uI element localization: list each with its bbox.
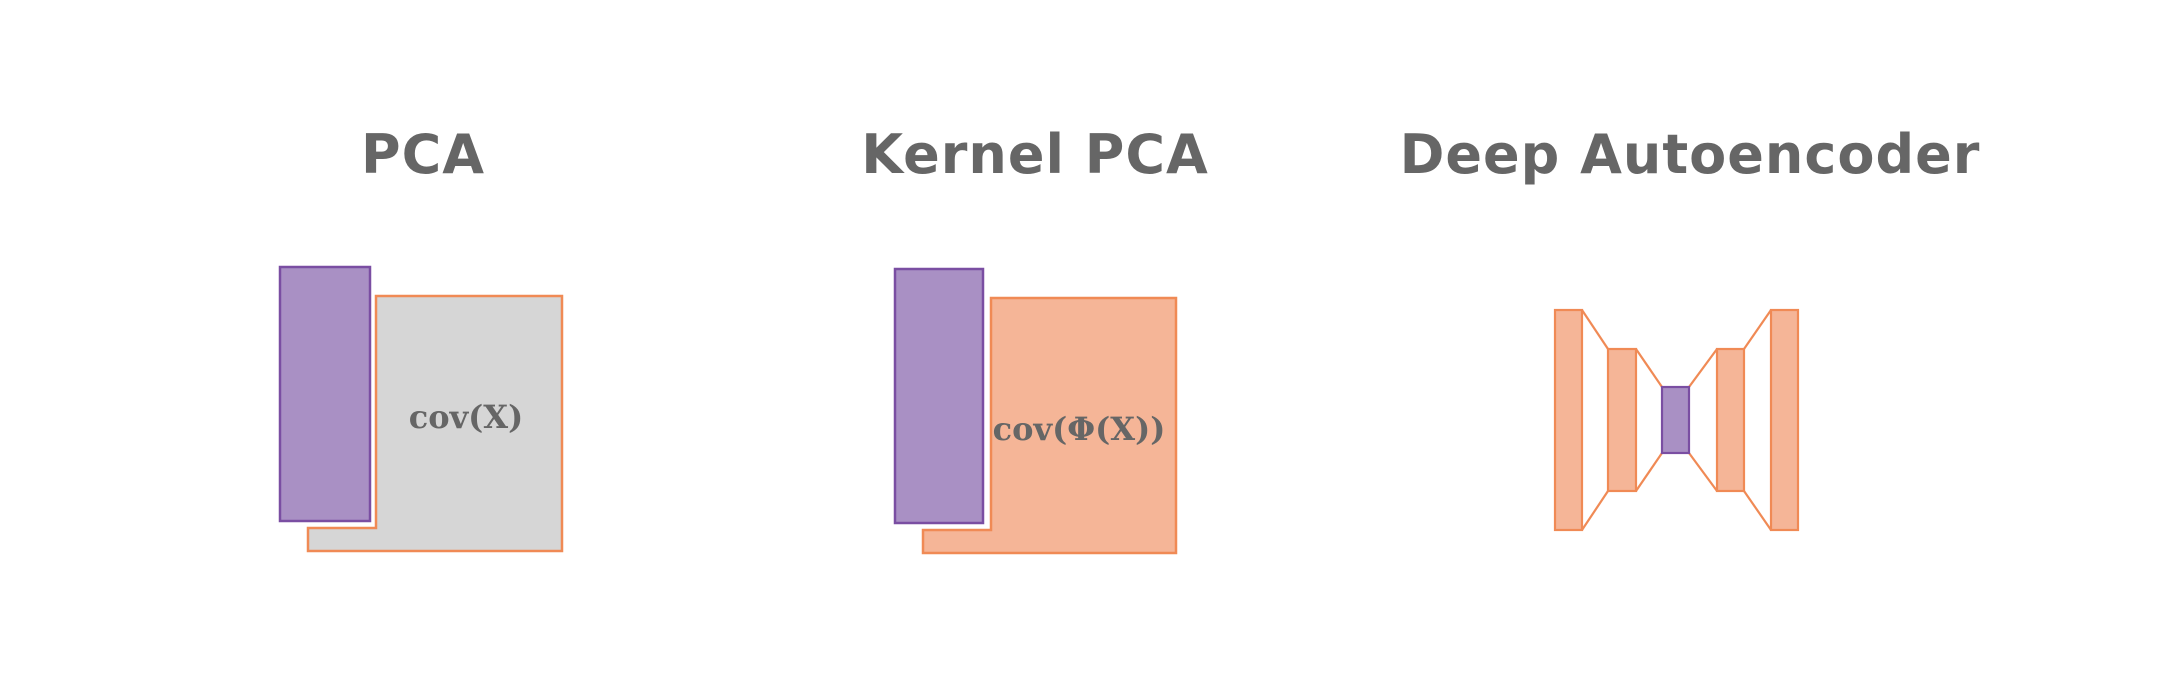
decoder-output-layer <box>1769 308 1800 532</box>
connector-line <box>1743 309 1772 350</box>
pca-title: PCA <box>361 123 485 186</box>
connector-line <box>1743 490 1772 531</box>
connector-line <box>1635 452 1663 492</box>
decoder-hidden-layer <box>1715 347 1746 493</box>
kernel-pca-panel: cov(Φ(X)) <box>893 267 1178 555</box>
deep-autoencoder-title: Deep Autoencoder <box>1399 123 1981 186</box>
encoder-hidden-layer <box>1606 347 1638 493</box>
pca-matrix-label: cov(X) <box>409 398 524 436</box>
bottleneck-layer <box>1660 385 1691 455</box>
pca-component-block <box>278 265 372 523</box>
kernel-component-block <box>893 267 985 525</box>
connector-line <box>1635 348 1663 388</box>
pca-panel: cov(X) <box>278 265 564 553</box>
kernel-covariance-block <box>921 296 1178 555</box>
connector-line <box>1688 348 1718 388</box>
connector-line <box>1581 490 1609 531</box>
kernel-matrix-label: cov(Φ(X)) <box>993 410 1166 448</box>
autoencoder-panel <box>1553 308 1800 532</box>
encoder-input-layer <box>1553 308 1584 532</box>
kernel-pca-title: Kernel PCA <box>861 123 1209 186</box>
connector-line <box>1581 309 1609 350</box>
pca-covariance-block <box>306 294 564 553</box>
connector-line <box>1688 452 1718 492</box>
